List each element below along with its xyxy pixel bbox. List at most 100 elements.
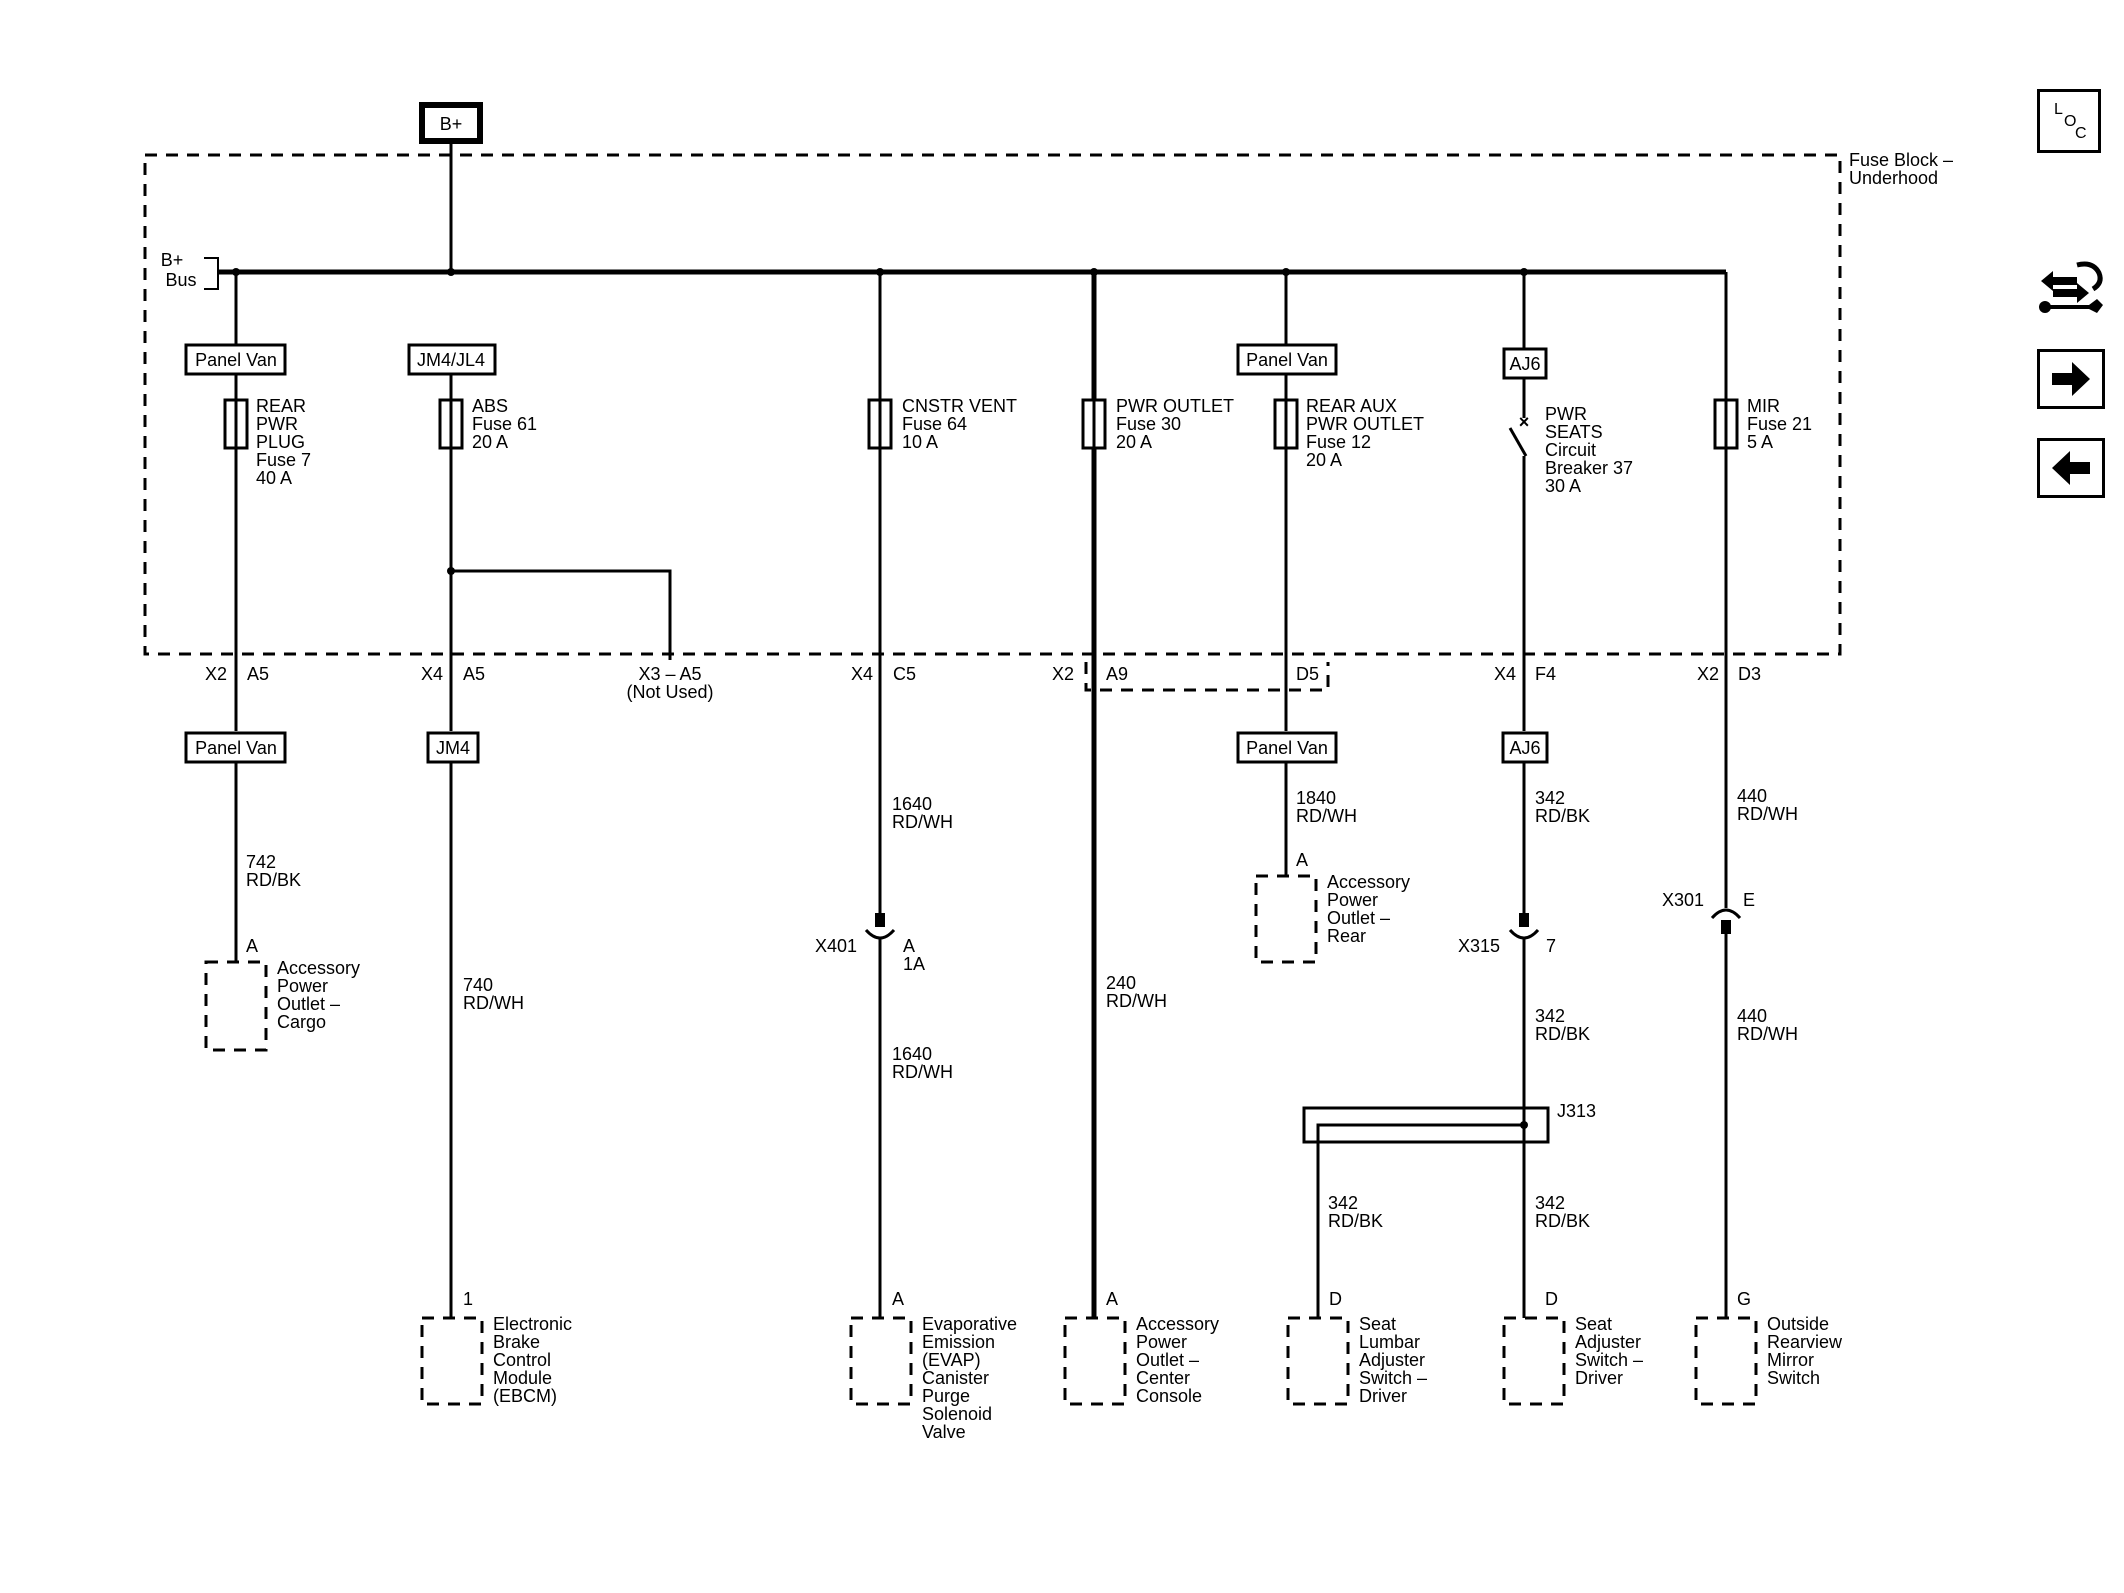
component-name-2: Power (1136, 1332, 1187, 1352)
circuit-mir: MIR Fuse 21 5 A X2 D3 440 RD/WH X301 E 4… (1662, 272, 1843, 1406)
loc-button[interactable]: L O C (2037, 89, 2101, 153)
inline-pin-2: 1A (903, 954, 925, 974)
pin-label: A (1106, 1289, 1118, 1309)
fuse-rating: 20 A (1306, 450, 1342, 470)
component-name-1: Accessory (277, 958, 360, 978)
component-right-3: Switch – (1575, 1350, 1643, 1370)
circuit-pwr-seats: AJ6 × PWR SEATS Circuit Breaker 37 30 A … (1286, 272, 1643, 1406)
fuse-number: Fuse 61 (472, 414, 537, 434)
loc-icon-l: L (2054, 101, 2063, 118)
fuse-name: CNSTR VENT (902, 396, 1017, 416)
component-name-4: Module (493, 1368, 552, 1388)
pin-label-right: D (1545, 1289, 1558, 1309)
circuit-pwr-outlet: PWR OUTLET Fuse 30 20 A X2 A9 240 RD/WH … (1052, 272, 1330, 1406)
loc-icon: L O C (2054, 101, 2087, 142)
fuse-block-outline (143, 153, 1842, 656)
connector-left: X4 (1494, 664, 1516, 684)
pin-label: A (1296, 850, 1308, 870)
fuse-number: Fuse 64 (902, 414, 967, 434)
wire-number-left: 342 (1328, 1193, 1358, 1213)
fuse-number: Fuse 7 (256, 450, 311, 470)
option-label: Panel Van (1246, 350, 1328, 370)
component-name-2: Rearview (1767, 1332, 1843, 1352)
connector-right: A5 (247, 664, 269, 684)
wire-number: 742 (246, 852, 276, 872)
fuse-number: Fuse 30 (1116, 414, 1181, 434)
component-right-2: Adjuster (1575, 1332, 1641, 1352)
component-name-3: Outlet – (1136, 1350, 1199, 1370)
fuse-rating: 40 A (256, 468, 292, 488)
breaker-name-1: PWR (1545, 404, 1587, 424)
connector-right: A5 (463, 664, 485, 684)
fuse-number: Fuse 12 (1306, 432, 1371, 452)
component-name-3: Outlet – (277, 994, 340, 1014)
component-left-2: Lumbar (1359, 1332, 1420, 1352)
circuit-rear-aux-pwr-outlet: Panel Van REAR AUX PWR OUTLET Fuse 12 20… (1236, 272, 1424, 964)
connector-right: D3 (1738, 664, 1761, 684)
inline-pin: E (1743, 890, 1755, 910)
fuse-name-2: PWR OUTLET (1306, 414, 1424, 434)
connector-left: X2 (1697, 664, 1719, 684)
fuse-name: PWR OUTLET (1116, 396, 1234, 416)
wire-color-left: RD/BK (1328, 1211, 1383, 1231)
bplus-bus: B+ Bus (161, 250, 1726, 290)
wire-number: 342 (1535, 788, 1565, 808)
fuse-rating: 20 A (472, 432, 508, 452)
wire-color: RD/WH (463, 993, 524, 1013)
option-label: Panel Van (195, 350, 277, 370)
fuse-number: Fuse 21 (1747, 414, 1812, 434)
fuse-name: ABS (472, 396, 508, 416)
splice-box (1302, 1106, 1550, 1144)
bus-label-2: Bus (165, 270, 196, 290)
fuse-name: MIR (1747, 396, 1780, 416)
fuse-name-3: PLUG (256, 432, 305, 452)
wire-color-right: RD/BK (1535, 1211, 1590, 1231)
wire-color: RD/WH (892, 812, 953, 832)
connector-right: D5 (1296, 664, 1319, 684)
pin-label: A (892, 1289, 904, 1309)
fuse-name-1: REAR (256, 396, 306, 416)
wire-number: 740 (463, 975, 493, 995)
inline-pin-1: A (903, 936, 915, 956)
previous-page-button[interactable] (2037, 438, 2105, 498)
inline-connector: X401 (815, 936, 857, 956)
wire-color: RD/WH (1106, 991, 1167, 1011)
component-right-4: Driver (1575, 1368, 1623, 1388)
component-right-1: Seat (1575, 1314, 1612, 1334)
connector-left: X4 (851, 664, 873, 684)
arrow-right-icon (2052, 362, 2090, 396)
circuit-rear-pwr-plug: Panel Van REAR PWR PLUG Fuse 7 40 A X2 A… (184, 272, 360, 1052)
loc-icon-c: C (2075, 125, 2087, 142)
breaker-marker-icon: × (1519, 412, 1530, 432)
breaker-number: Breaker 37 (1545, 458, 1633, 478)
component-name-4: Canister (922, 1368, 989, 1388)
fuse-rating: 20 A (1116, 432, 1152, 452)
option-label-bottom: Panel Van (1246, 738, 1328, 758)
component-left-3: Adjuster (1359, 1350, 1425, 1370)
component-name-5: Purge (922, 1386, 970, 1406)
wire-number-2: 440 (1737, 1006, 1767, 1026)
wire-color: RD/BK (246, 870, 301, 890)
component-name-3: Mirror (1767, 1350, 1814, 1370)
loc-icon-o: O (2064, 113, 2076, 130)
wrench-swap-button[interactable] (2037, 255, 2107, 325)
fuse-name-1: REAR AUX (1306, 396, 1397, 416)
component-name-4: Cargo (277, 1012, 326, 1032)
fuse-block-label-2: Underhood (1849, 168, 1938, 188)
wire-number: 1840 (1296, 788, 1336, 808)
component-left-5: Driver (1359, 1386, 1407, 1406)
pin-label: 1 (463, 1289, 473, 1309)
component-name-1: Accessory (1136, 1314, 1219, 1334)
breaker-name-2: SEATS (1545, 422, 1603, 442)
inline-connector: X315 (1458, 936, 1500, 956)
component-left-1: Seat (1359, 1314, 1396, 1334)
component-name-1: Accessory (1327, 872, 1410, 892)
wire-color: RD/WH (1737, 804, 1798, 824)
next-page-button[interactable] (2037, 349, 2105, 409)
circuit-abs: JM4/JL4 ABS Fuse 61 20 A X4 A5 X3 – A5 (… (407, 343, 714, 1406)
component-name-4: Switch (1767, 1368, 1820, 1388)
wrench-swap-icon (2039, 261, 2103, 313)
component-name-1: Electronic (493, 1314, 572, 1334)
arrow-left-icon (2052, 451, 2090, 485)
component-name-3: Outlet – (1327, 908, 1390, 928)
